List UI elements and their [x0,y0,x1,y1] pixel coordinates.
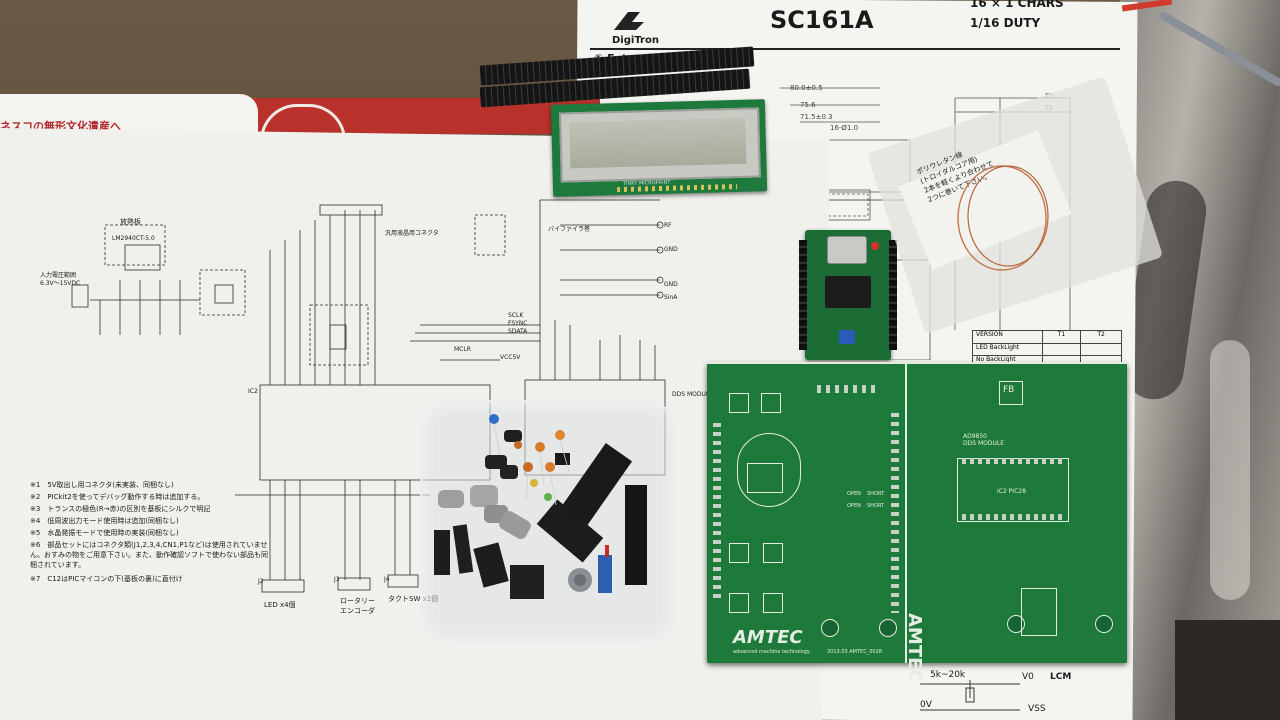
pcb-regulator [1021,588,1057,636]
dds-crystal [827,236,867,264]
schem-gnd2: GND [664,281,678,288]
conn-j3: J3 [334,576,340,583]
datasheet-bottom-lines [920,680,1020,711]
pcb-header-left [713,423,721,603]
note-2: ※2 PICkit2を使ってデバッグ動作する時は追加する。 [30,493,205,501]
pcb-logo-rotated: AMTEC [904,613,925,683]
pcb-jumper-1: SHORT [867,491,885,497]
datasheet-logo: DigiTron [612,35,659,46]
pcb-hole-4 [1095,615,1113,633]
schem-sclk: SCLK [508,312,524,319]
table-header-version: VERSION [973,331,1043,343]
digitron-logo-icon [610,8,658,34]
datasheet-spec1: 16 × 1 CHARS [970,0,1064,10]
table-header-t2: T2 [1097,331,1105,338]
parts-contents [434,414,647,599]
schem-regulator: LM2940CT-5.0 [112,235,155,242]
pcb-divider-v [905,363,907,663]
pcb-jumper-3: SHORT [867,503,885,509]
schem-fsync: FSYNC [508,320,528,327]
table-row-led: LED BackLight [973,344,1043,355]
copper-wire-coil [957,165,1049,271]
pcb-sw-6 [763,593,783,613]
pcb-sw-5 [729,593,749,613]
schem-vcc5v: VCC5V [500,354,521,361]
note-5: ※5 水晶発振モードで使用時の実装(同梱なし) [30,529,179,537]
pcb-jumper-0: OPEN [847,491,861,497]
schem-v0: V0 [1022,672,1034,682]
dds-trimmer [839,330,855,344]
table-shadow [1175,620,1280,720]
schem-sdata: SDATA [508,328,528,335]
pcb-hole-3 [1007,615,1025,633]
conn-j2: J2 [258,578,264,585]
dds-chip [825,276,871,308]
note-3: ※3 トランスの極色(R→赤)の区別を基板にシルクで明記 [30,505,211,513]
pcb-logo: AMTEC [733,627,803,648]
main-pcb: AD9850 DDS MODULE IC2 PIC28 OPEN SHORT O… [707,362,1127,683]
note-7: ※7 C12はPICマイコンの下(基板の裏)に直付け [30,575,183,583]
pcb-ic-label: IC2 PIC28 [997,488,1026,495]
pcb-header-mid [891,413,899,613]
pcb-hole-1 [821,619,839,637]
schem-filter: バイファイラ巻 [548,226,591,233]
schem-gnd1: GND [664,246,678,253]
pcb-ic-pins-bottom [962,514,1062,520]
dds-pins-left [799,240,807,350]
lcd-glass [569,117,747,169]
conn-led: LED x4個 [264,601,296,609]
pcb-sw-4 [763,543,783,563]
schem-lcm: LCM [1050,672,1072,682]
schem-vss: VSS [1028,704,1046,714]
pcb-jumper-2: OPEN [847,503,861,509]
schem-mclr: MCLR [454,346,471,353]
schematic-notes: ※1 5V取出し用コネクタ(未実装、同梱なし) ※2 PICkit2を使ってデバ… [30,480,270,584]
dds-led [871,242,879,250]
datasheet-rule [590,48,1120,50]
dim-0: 80.0±0.5 [790,84,823,92]
dds-pins-right [889,240,897,350]
table-header-t1: T1 [1043,331,1082,343]
note-4: ※4 低周波出力モード使用時は追加(同梱なし) [30,517,179,525]
conn-encoder: ロータリー エンコーダ [340,597,375,615]
conn-tact: タクトSW x1個 [388,595,439,603]
pcb-fb-box [999,381,1023,405]
pcb-divider-h [707,362,1127,364]
bag-highlight [1210,340,1250,600]
dim-1: 75.6 [800,101,816,109]
datasheet-spec2: 1/16 DUTY [970,16,1041,30]
pcb-date-code: 2013.03 AMTEC_0028 [827,649,882,655]
pcb-ic-pins-top [962,458,1062,464]
pcb-fb-text: FB [1003,385,1015,395]
dds-module [799,230,897,360]
schem-rf: RF [664,222,672,229]
conn-j4: J4 [384,576,390,583]
datasheet-model: SC161A [770,6,874,34]
pcb-header-top [817,385,877,393]
note-6: ※6 部品セットにはコネクタ類(J1,2,3,4,CN1,P1など)は使用されて… [30,541,268,569]
pcb-sw-2 [761,393,781,413]
schem-lcd-connector: 汎用液晶用コネクタ [385,230,439,237]
schem-ic2: IC2 [248,388,258,395]
schem-0v: 0V [920,700,932,710]
lcd-module: TINKY MICROPRINT [550,99,768,197]
version-table: VERSION T1 T2 LED BackLight No BackLight [972,330,1122,368]
pcb-display-outline [737,433,801,507]
schem-input-note: 入力電圧範囲 6.3V〜15VDC [40,272,81,287]
note-1: ※1 5V取出し用コネクタ(未実装、同梱なし) [30,481,174,489]
table-row-nobl: No BackLight [973,356,1043,367]
pcb-module-text: AD9850 DDS MODULE [963,433,1005,447]
schem-sina: SinA [664,294,678,301]
pcb-square [747,463,783,493]
pcb-tagline: advanced machine technology [733,649,810,655]
schem-heatsink: 放熱板 [120,218,141,226]
dim-3: 16-Ø1.0 [830,124,859,132]
schem-5k20k: 5k~20k [930,670,966,680]
dim-2: 71.5±0.3 [800,113,833,121]
pcb-sw-3 [729,543,749,563]
pcb-hole-2 [879,619,897,637]
schem-dds-module: DDS MODULE [672,391,714,398]
pcb-sw-1 [729,393,749,413]
